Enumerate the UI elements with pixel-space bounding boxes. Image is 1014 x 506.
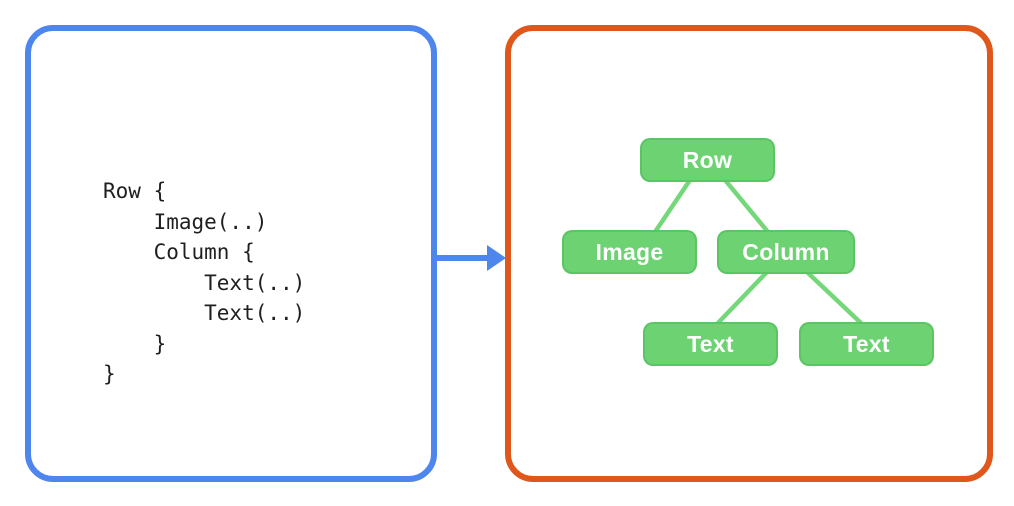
tree-node-image: Image <box>562 230 697 274</box>
tree-panel: Row Image Column Text Text <box>505 25 993 482</box>
tree-edge-column-text1 <box>714 269 770 327</box>
tree-edges <box>652 177 865 327</box>
tree-node-column: Column <box>717 230 855 274</box>
tree-edge-row-image <box>652 177 693 235</box>
code-panel: Row { Image(..) Column { Text(..) Text(.… <box>25 25 437 482</box>
arrow-head <box>487 245 506 271</box>
code-block: Row { Image(..) Column { Text(..) Text(.… <box>103 179 306 386</box>
tree-node-text-2: Text <box>799 322 934 366</box>
tree-edge-row-column <box>722 177 771 235</box>
tree-edge-column-text2 <box>804 269 865 327</box>
tree-node-text-1: Text <box>643 322 778 366</box>
arrow-right-icon <box>433 245 506 271</box>
tree-node-row: Row <box>640 138 775 182</box>
